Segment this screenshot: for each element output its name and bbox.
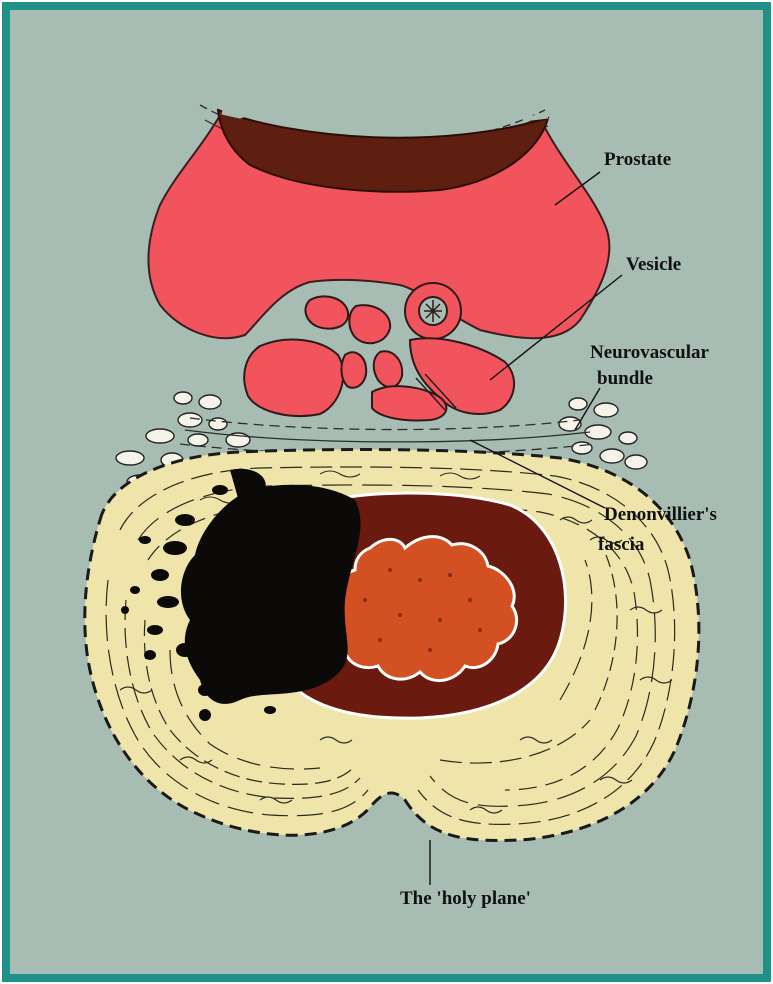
label-prostate: Prostate xyxy=(604,149,671,170)
label-denonvillier-line1: Denonvillier's xyxy=(604,504,717,525)
label-neurovascular-line1: Neurovascular xyxy=(590,342,709,363)
label-denonvillier-line2: fascia xyxy=(598,534,645,555)
label-holy-plane: The 'holy plane' xyxy=(400,888,531,909)
label-vesicle: Vesicle xyxy=(626,254,681,275)
label-neurovascular-line2: bundle xyxy=(597,368,653,389)
